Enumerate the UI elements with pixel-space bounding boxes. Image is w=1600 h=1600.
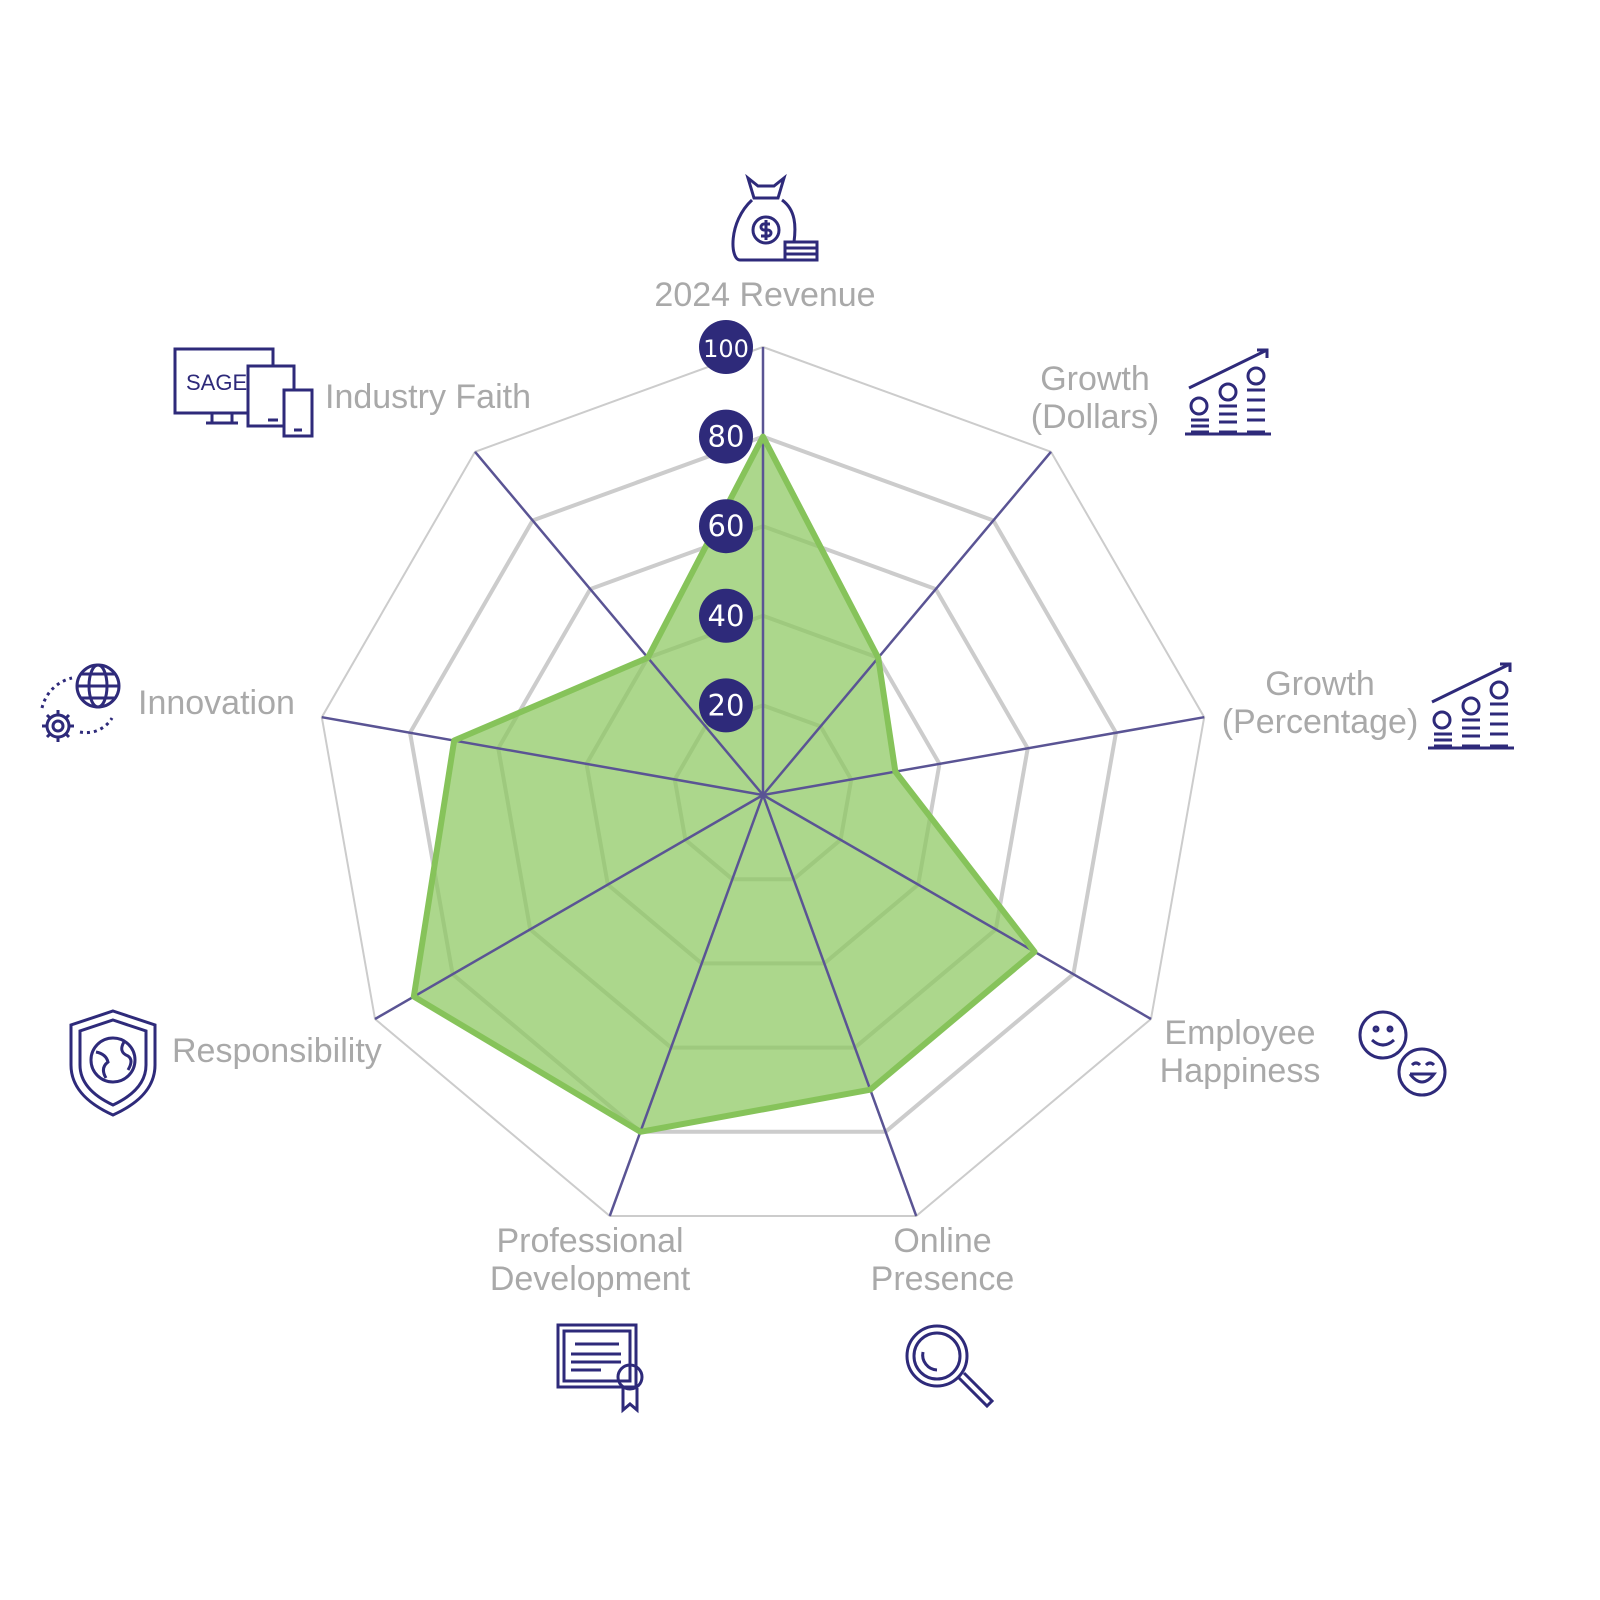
rtick-label: 60 <box>708 509 745 543</box>
data-point <box>1032 949 1037 954</box>
rtick-badge <box>699 409 753 464</box>
axis-line <box>762 451 1052 796</box>
growth-coins-icon <box>1185 348 1275 443</box>
label-growth-dollars: Growth(Dollars) <box>1030 360 1160 436</box>
axis-line <box>762 793 1152 1021</box>
rtick-badge <box>699 320 753 374</box>
rtick-label: 80 <box>708 420 745 454</box>
magnifier-icon <box>903 1322 998 1422</box>
grid-ring-80 <box>407 434 1119 1134</box>
innovation-gear-globe-icon <box>30 660 125 760</box>
label-innovation: Innovation <box>138 684 295 722</box>
data-point <box>876 655 881 660</box>
axis-line <box>761 794 918 1217</box>
data-point <box>761 434 765 439</box>
grid-ring-100 <box>320 345 1206 1217</box>
certificate-icon <box>555 1322 650 1422</box>
rtick-badge <box>699 499 753 554</box>
smiley-faces-icon <box>1356 1010 1451 1110</box>
axis-line <box>321 715 764 797</box>
axis-line <box>474 451 764 796</box>
data-point <box>893 769 898 774</box>
sage-devices-icon: SAGE <box>172 346 317 446</box>
rtick-label: 100 <box>703 335 749 363</box>
data-point <box>411 994 416 999</box>
shield-globe-icon <box>68 1008 163 1123</box>
data-point <box>638 1129 643 1134</box>
data-point <box>452 738 457 743</box>
rtick-badge <box>699 588 753 643</box>
money-bag-icon <box>730 172 825 272</box>
label-responsibility: Responsibility <box>172 1032 382 1070</box>
rtick-label: 40 <box>708 599 745 633</box>
axis-line <box>374 793 764 1021</box>
series-outline <box>410 433 1038 1135</box>
series-area <box>413 436 1035 1132</box>
rtick-label: 20 <box>708 688 745 722</box>
label-industry-faith: Industry Faith <box>325 378 531 416</box>
data-point <box>868 1087 873 1092</box>
sage-logo-text: SAGE <box>186 370 247 395</box>
rtick-badge <box>699 678 753 733</box>
label-growth-percentage: Growth(Percentage) <box>1221 665 1419 741</box>
axis-line <box>762 715 1205 797</box>
growth-percentage-icon <box>1428 662 1518 757</box>
label-revenue: 2024 Revenue <box>654 276 876 314</box>
axis-line <box>608 794 765 1217</box>
data-point <box>645 655 650 660</box>
